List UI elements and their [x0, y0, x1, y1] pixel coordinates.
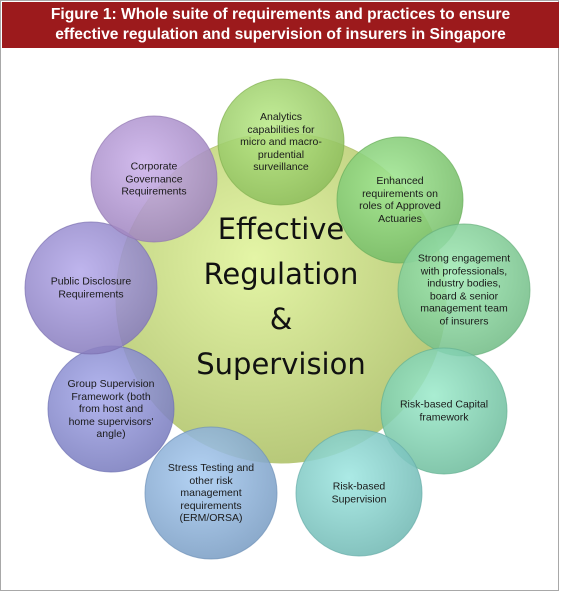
bubble-circle-1 [217, 78, 345, 206]
bubble-label-line: framework [419, 411, 469, 423]
bubble-label-line: Governance [125, 172, 183, 185]
bubble-label-line: from host and [78, 402, 144, 415]
bubble-label-line: Public Disclosure [50, 275, 132, 288]
bubble-label-line: board & senior [429, 290, 499, 302]
bubble-label-line: home supervisors' [68, 415, 154, 428]
bubble-label-line: Group Supervision [67, 377, 155, 390]
bubble-circle-4 [380, 347, 508, 475]
bubble-circle-8 [24, 221, 158, 355]
bubble-label-line: roles of Approved [359, 200, 441, 212]
bubble-label-line: Actuaries [378, 212, 422, 225]
bubble-label-line: Corporate [130, 160, 178, 173]
bubble-label-line: Risk-based Capital [399, 398, 489, 411]
bubble-circle-2 [336, 136, 464, 264]
bubble-label-line: Requirements [121, 185, 187, 198]
center-title-line: & [269, 302, 293, 336]
bubble-label-line: requirements on [362, 187, 438, 200]
bubble-label-line: Supervision [331, 493, 387, 505]
center-title-line: Supervision [196, 347, 366, 381]
figure-title-line-1: Figure 1: Whole suite of requirements an… [50, 6, 511, 23]
diagram-canvas [24, 78, 531, 560]
figure-title-line-2: effective regulation and supervision of … [55, 26, 506, 43]
bubble-label-line: micro and macro- [240, 135, 322, 148]
bubble-label-line: Framework (both [71, 390, 151, 403]
bubble-label-line: surveillance [253, 160, 309, 173]
bubble-label-line: Stress Testing and [167, 461, 255, 474]
bubble-label-line: (ERM/ORSA) [179, 511, 243, 524]
bubble-label-line: management [180, 486, 242, 499]
bubble-label-line: prudential [257, 148, 305, 161]
bubble-label-line: industry bodies, [427, 277, 501, 290]
bubble-circle-9 [90, 115, 218, 243]
bubble-label-line: with professionals, [420, 265, 508, 277]
center-title-line: Effective [217, 212, 345, 246]
bubble-label-line: Risk-based [332, 480, 386, 493]
bubble-label-line: Requirements [58, 288, 124, 300]
center-title-line: Regulation [203, 257, 359, 291]
bubble-label-line: of insurers [439, 315, 489, 327]
bubble-label-line: Analytics [259, 110, 303, 123]
bubble-label-line: Enhanced [376, 175, 424, 187]
bubble-circle-5 [295, 429, 423, 557]
figure-title: Figure 1: Whole suite of requirements an… [2, 2, 559, 48]
bubble-label-line: other risk [189, 474, 233, 487]
bubble-label-line: capabilities for [247, 123, 315, 136]
bubble-label-line: Strong engagement [417, 252, 511, 265]
bubble-circle-6 [144, 426, 278, 560]
bubble-label-line: angle) [96, 427, 126, 440]
bubble-label-line: management team [420, 302, 508, 315]
bubble-label-line: requirements [180, 499, 242, 512]
